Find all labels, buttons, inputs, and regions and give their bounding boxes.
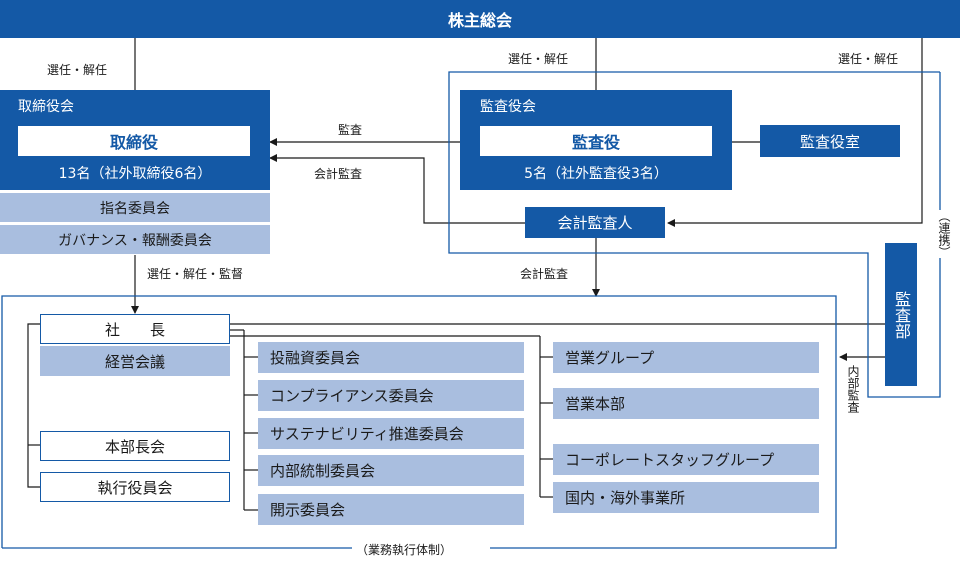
corporate-staff-group: コーポレートスタッフグループ xyxy=(553,444,819,475)
label-elect-auditor: 選任・解任 xyxy=(508,52,569,66)
board-of-directors: 取締役会 取締役 13名（社外取締役6名） xyxy=(0,90,270,190)
sales-group: 営業グループ xyxy=(553,342,819,373)
label-board-supervision: 選任・解任・監督 xyxy=(147,267,244,281)
governance-compensation-committee: ガバナンス・報酬委員会 xyxy=(0,225,270,254)
audit-board-group-label: 監査役会 xyxy=(480,99,536,115)
executive-officers-meeting: 執行役員会 xyxy=(40,472,230,502)
auditors-office: 監査役室 xyxy=(760,125,900,157)
investment-committee: 投融資委員会 xyxy=(258,342,524,373)
directors-count: 13名（社外取締役6名） xyxy=(58,166,212,182)
label-elect-accounting-auditor: 選任・解任 xyxy=(838,52,899,66)
label-audit: 監査 xyxy=(338,123,363,137)
board-group-label: 取締役会 xyxy=(18,99,74,115)
label-accounting-audit-board: 会計監査 xyxy=(314,167,363,181)
nomination-committee: 指名委員会 xyxy=(0,193,270,222)
shareholders-meeting: 株主総会 xyxy=(0,0,960,38)
auditors-box: 監査役 xyxy=(480,126,712,156)
label-internal-audit: 内部監査 xyxy=(846,365,860,413)
sustainability-committee: サステナビリティ推進委員会 xyxy=(258,418,524,449)
label-coordination: （連携） xyxy=(936,210,953,258)
audit-department: 監査部 xyxy=(885,243,917,386)
domestic-overseas-offices: 国内・海外事業所 xyxy=(553,482,819,513)
directors-box: 取締役 xyxy=(18,126,250,156)
division-heads-meeting: 本部長会 xyxy=(40,431,230,461)
disclosure-committee: 開示委員会 xyxy=(258,494,524,525)
management-meeting: 経営会議 xyxy=(40,346,230,376)
president-box: 社 長 xyxy=(40,314,230,344)
execution-system-label: （業務執行体制） xyxy=(356,543,453,557)
audit-board: 監査役会 監査役 5名（社外監査役3名） xyxy=(460,90,732,190)
label-elect-board: 選任・解任 xyxy=(47,63,108,77)
compliance-committee: コンプライアンス委員会 xyxy=(258,380,524,411)
auditors-count: 5名（社外監査役3名） xyxy=(524,166,668,182)
accounting-auditor: 会計監査人 xyxy=(525,207,665,238)
sales-headquarters: 営業本部 xyxy=(553,388,819,419)
internal-control-committee: 内部統制委員会 xyxy=(258,455,524,486)
label-accounting-audit-exec: 会計監査 xyxy=(520,267,569,281)
